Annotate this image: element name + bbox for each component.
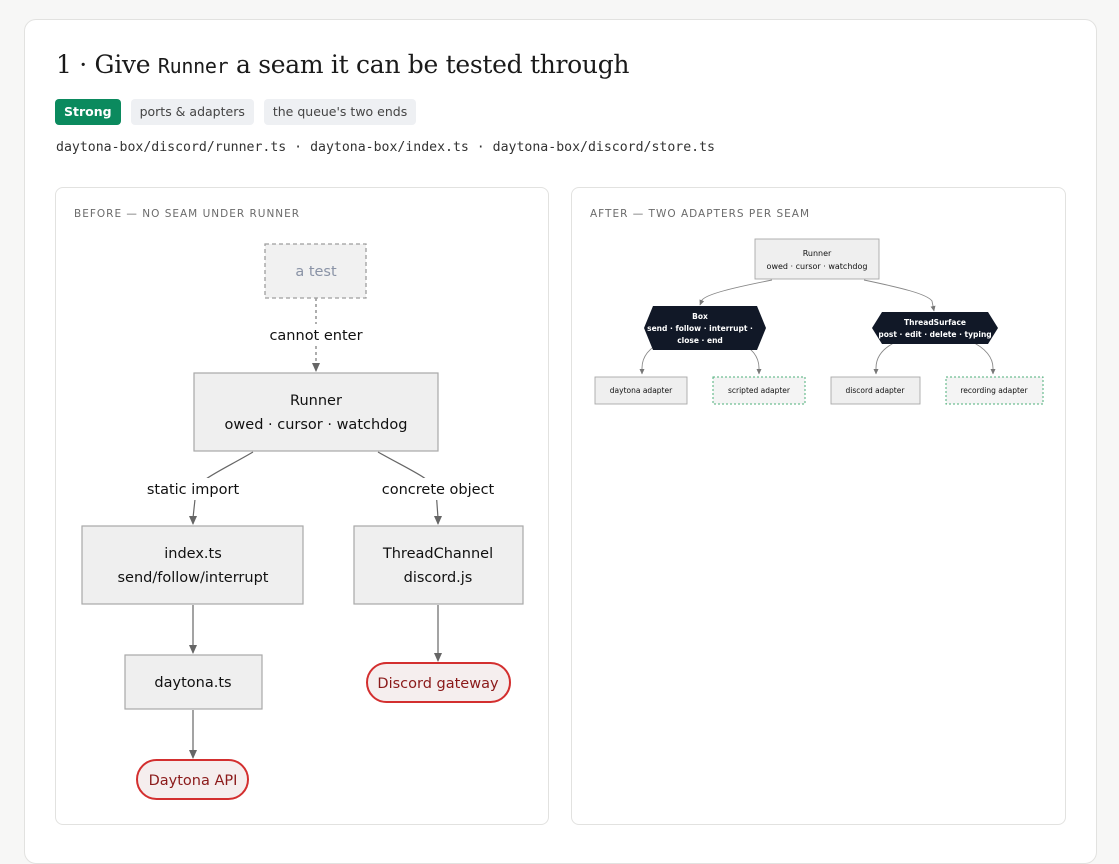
tag-badge: ports & adapters — [130, 99, 254, 125]
discord-adapter-node — [830, 376, 921, 405]
edge-runner-to-box — [699, 279, 773, 306]
runner-title: Runner — [290, 393, 342, 409]
index-node — [81, 525, 304, 605]
after-panel-label: AFTER — TWO ADAPTERS PER SEAM — [590, 208, 811, 220]
index-subtitle: send/follow/interrupt — [118, 570, 269, 586]
before-panel: cannot enter static import concrete obje… — [55, 187, 549, 825]
edge-surface-to-discord — [873, 340, 899, 375]
edge-label-static-import: static import — [147, 482, 240, 498]
box-port-methods-cont: close · end — [677, 336, 723, 345]
discord-adapter-label: discord adapter — [846, 386, 906, 395]
thread-surface-port-node — [872, 312, 998, 344]
daytona-api-node — [136, 759, 249, 800]
test-node-label: a test — [295, 264, 337, 280]
after-diagram: Runner owed · cursor · watchdog Box send… — [594, 238, 1044, 405]
strength-badge: Strong — [55, 99, 121, 125]
runner-subtitle: owed · cursor · watchdog — [225, 417, 408, 433]
daytona-ts-node — [124, 654, 263, 710]
thread-channel-node — [353, 525, 524, 605]
daytona-ts-label: daytona.ts — [154, 675, 231, 691]
title-suffix: a seam it can be tested through — [228, 50, 630, 79]
discord-gateway-node — [366, 662, 511, 703]
scripted-adapter-node — [712, 376, 806, 405]
recording-adapter-label: recording adapter — [960, 386, 1028, 395]
scripted-adapter-label: scripted adapter — [728, 386, 791, 395]
after-runner-title: Runner — [803, 249, 832, 258]
tag-badge: the queue's two ends — [263, 99, 417, 125]
discord-gateway-label: Discord gateway — [377, 676, 499, 692]
before-diagram: cannot enter static import concrete obje… — [81, 243, 524, 800]
runner-node — [193, 372, 439, 452]
title-code: Runner — [157, 54, 229, 78]
daytona-api-label: Daytona API — [149, 773, 238, 789]
after-panel: Runner owed · cursor · watchdog Box send… — [571, 187, 1066, 825]
after-runner-node — [754, 238, 880, 280]
recording-adapter-node — [945, 376, 1044, 405]
daytona-adapter-node — [594, 376, 688, 405]
test-node — [264, 243, 367, 299]
after-runner-subtitle: owed · cursor · watchdog — [767, 262, 868, 271]
index-title: index.ts — [164, 546, 222, 562]
thread-surface-methods: post · edit · delete · typing — [878, 330, 991, 339]
edge-runner-to-surface — [863, 279, 936, 312]
thread-channel-title: ThreadChannel — [382, 546, 493, 562]
box-port-methods: send · follow · interrupt · — [647, 324, 753, 333]
before-panel-label: BEFORE — NO SEAM UNDER RUNNER — [74, 208, 301, 220]
daytona-adapter-label: daytona adapter — [610, 386, 673, 395]
thread-channel-subtitle: discord.js — [404, 570, 473, 586]
badge-row: Strong ports & adapters the queue's two … — [55, 99, 417, 125]
edge-surface-to-recording — [969, 340, 996, 375]
edge-label-concrete-object: concrete object — [382, 482, 495, 498]
file-list: daytona-box/discord/runner.ts · daytona-… — [56, 140, 715, 155]
edge-label-cannot-enter: cannot enter — [269, 328, 362, 344]
box-port-title: Box — [692, 312, 708, 321]
box-port-node — [644, 306, 766, 350]
title-prefix: 1 · Give — [56, 50, 158, 79]
finding-title: 1 · Give Runner a seam it can be tested … — [56, 50, 630, 79]
thread-surface-title: ThreadSurface — [904, 318, 966, 327]
